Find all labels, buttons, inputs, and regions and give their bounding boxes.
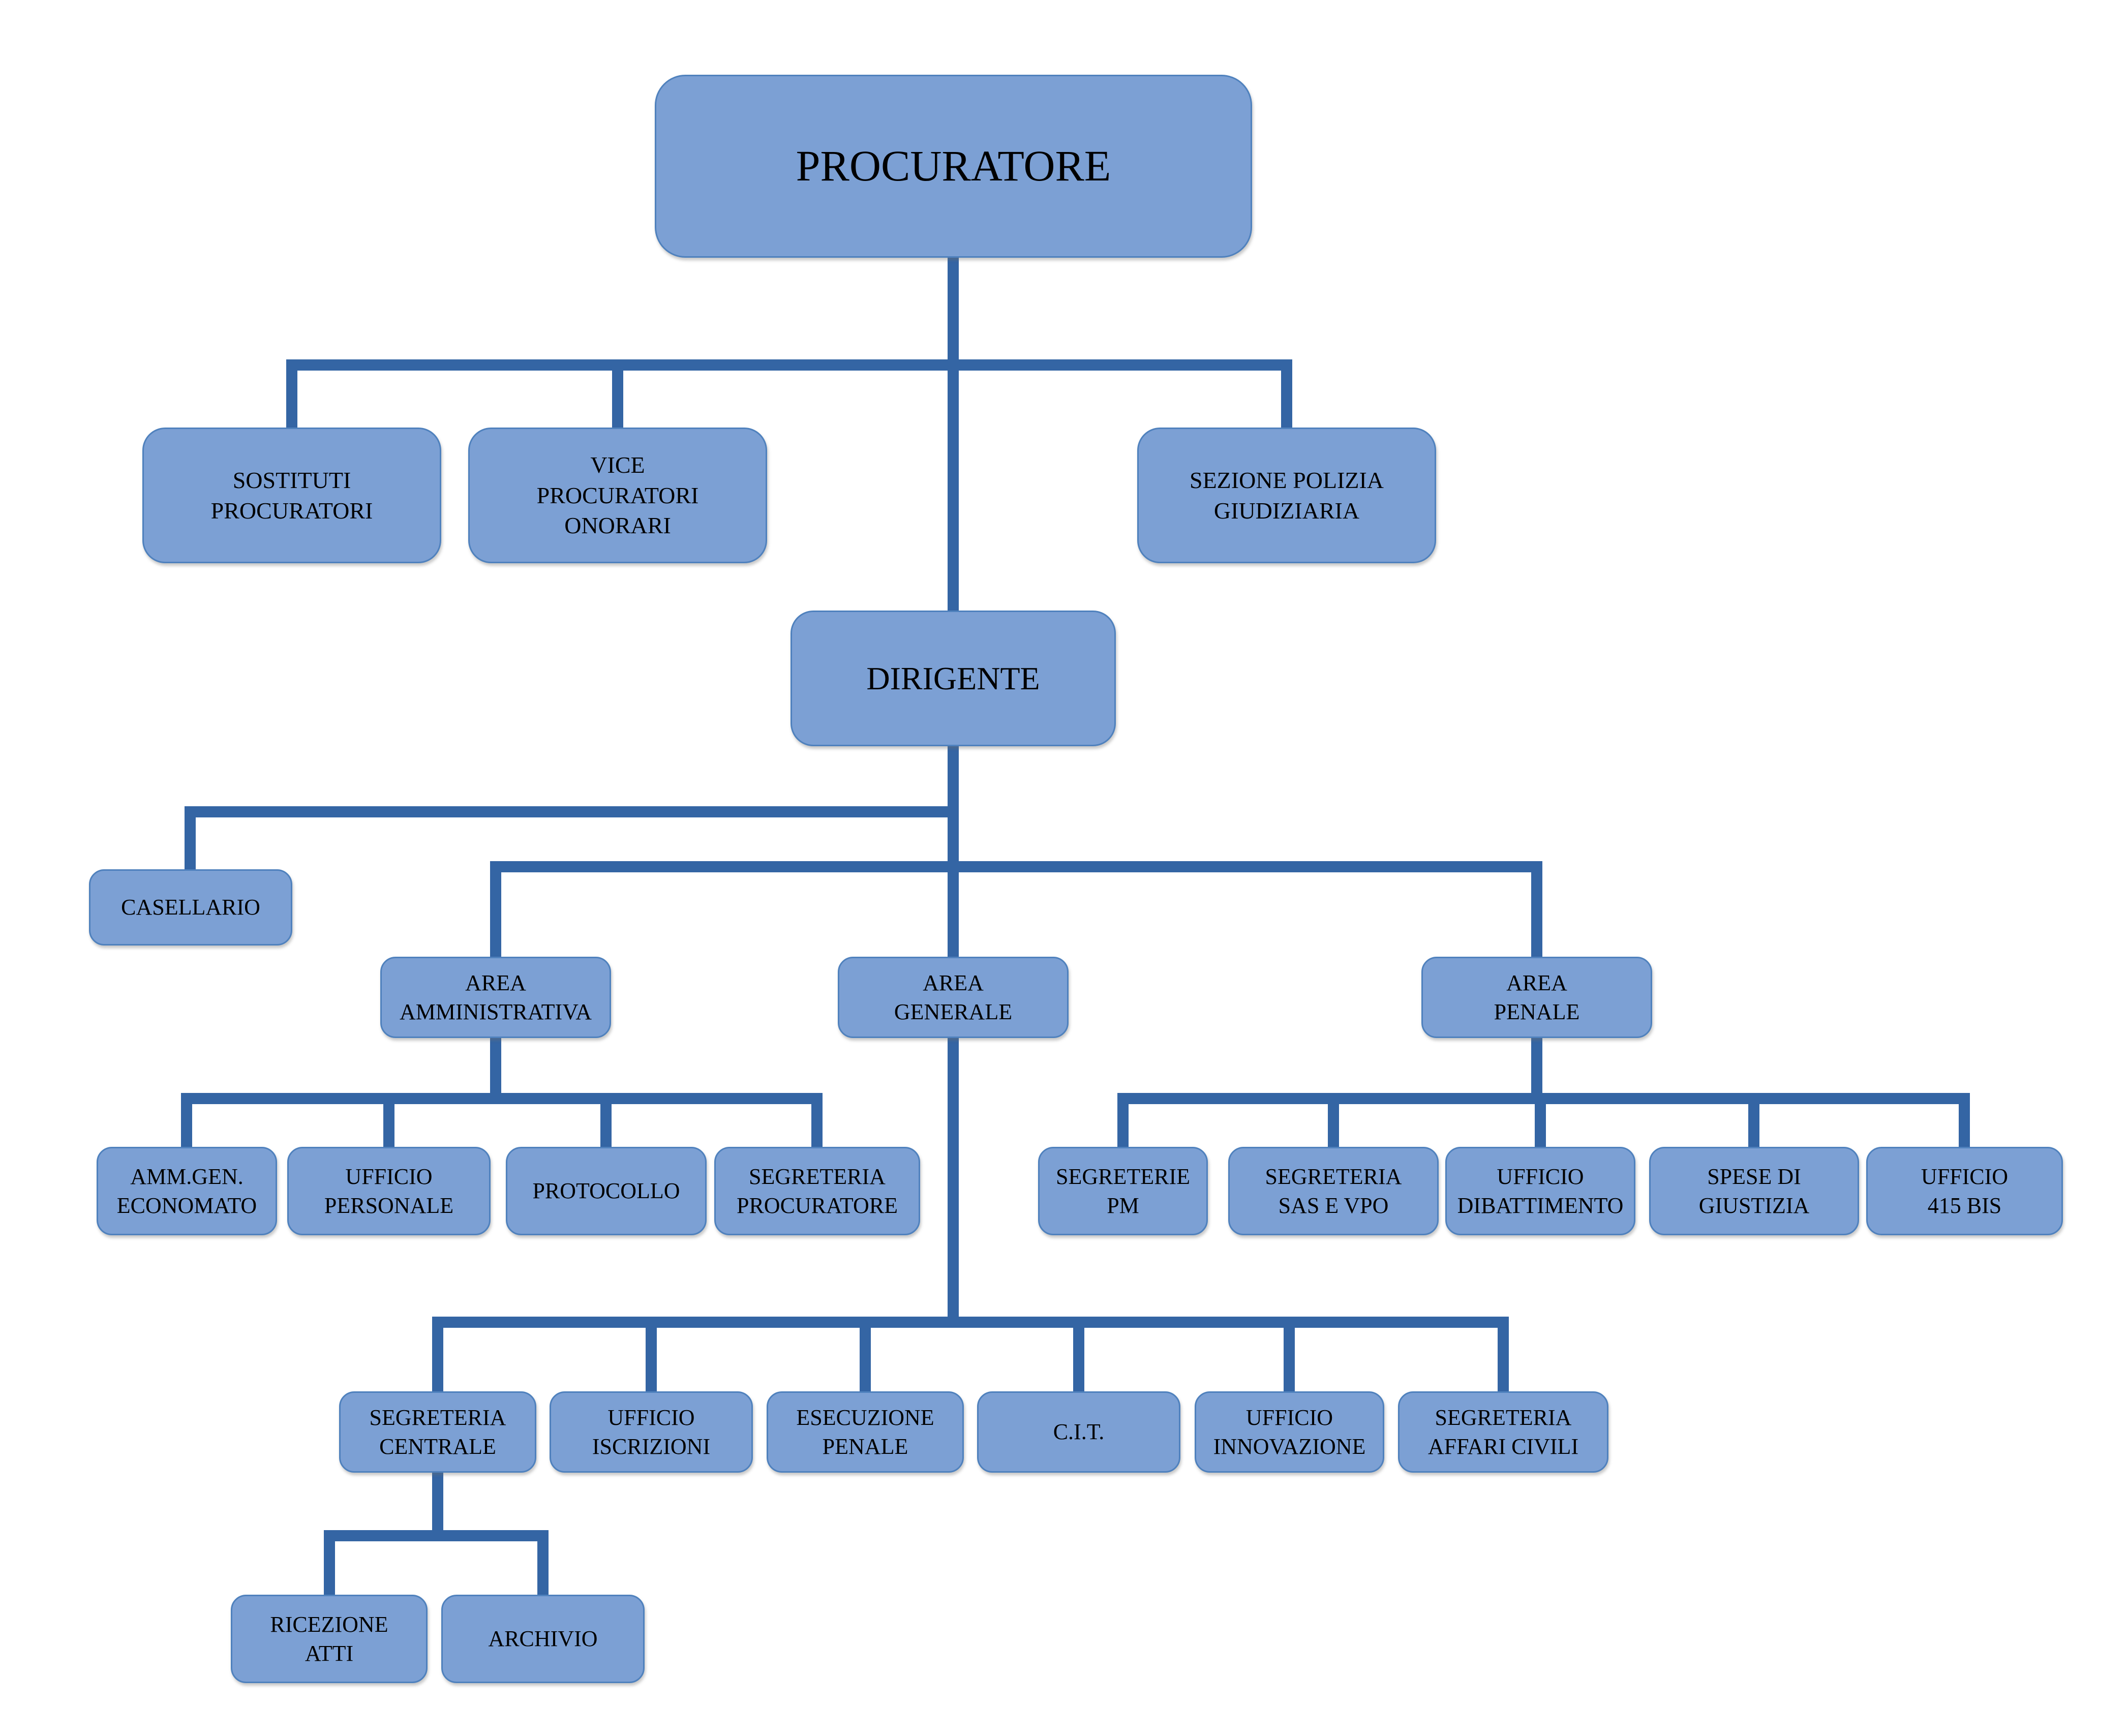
node-segreteria-procuratore: SEGRETERIA PROCURATORE [714, 1147, 920, 1235]
connector [948, 258, 959, 611]
node-esecuzione-penale: ESECUZIONE PENALE [767, 1391, 964, 1473]
node-vice-procuratori-onorari: VICE PROCURATORI ONORARI [468, 428, 767, 563]
connector [1531, 1038, 1542, 1104]
node-ufficio-415-bis: UFFICIO 415 BIS [1866, 1147, 2063, 1235]
node-ufficio-innovazione: UFFICIO INNOVAZIONE [1195, 1391, 1384, 1473]
node-casellario: CASELLARIO [89, 869, 292, 946]
connector [490, 861, 501, 957]
node-area-penale: AREA PENALE [1421, 957, 1652, 1038]
node-area-generale: AREA GENERALE [838, 957, 1069, 1038]
connector [286, 359, 1292, 371]
connector [490, 861, 1542, 872]
connector [811, 1093, 823, 1147]
node-sostituti-procuratori: SOSTITUTI PROCURATORI [142, 428, 441, 563]
node-dirigente: DIRIGENTE [791, 611, 1116, 746]
connector [185, 806, 196, 869]
connector [1117, 1093, 1129, 1147]
connector [383, 1093, 394, 1147]
node-segreterie-pm: SEGRETERIE PM [1038, 1147, 1208, 1235]
connector [1748, 1093, 1759, 1147]
connector [1284, 1317, 1295, 1391]
connector [948, 746, 959, 957]
node-procuratore: PROCURATORE [655, 75, 1252, 258]
connector [286, 359, 297, 428]
connector [181, 1093, 823, 1104]
connector [1328, 1093, 1339, 1147]
connector [948, 1038, 959, 1328]
connector [432, 1317, 1509, 1328]
connector [181, 1093, 192, 1147]
connector [1498, 1317, 1509, 1391]
node-segreteria-affari-civili: SEGRETERIA AFFARI CIVILI [1398, 1391, 1608, 1473]
node-spese-di-giustizia: SPESE DI GIUSTIZIA [1649, 1147, 1859, 1235]
connector [860, 1317, 871, 1391]
connector [324, 1530, 549, 1541]
connector [612, 359, 623, 428]
node-ricezione-atti: RICEZIONE ATTI [231, 1595, 428, 1683]
node-ufficio-dibattimento: UFFICIO DIBATTIMENTO [1445, 1147, 1635, 1235]
node-ufficio-personale: UFFICIO PERSONALE [287, 1147, 491, 1235]
connector [600, 1093, 612, 1147]
node-cit: C.I.T. [977, 1391, 1180, 1473]
connector [1959, 1093, 1970, 1147]
connector [324, 1530, 335, 1595]
node-sezione-polizia-giudiziaria: SEZIONE POLIZIA GIUDIZIARIA [1137, 428, 1436, 563]
connector [537, 1530, 549, 1595]
connector [646, 1317, 657, 1391]
node-segreteria-centrale: SEGRETERIA CENTRALE [339, 1391, 536, 1473]
node-ufficio-iscrizioni: UFFICIO ISCRIZIONI [550, 1391, 753, 1473]
node-area-amministrativa: AREA AMMINISTRATIVA [380, 957, 611, 1038]
connector [1281, 359, 1292, 428]
connector [490, 1038, 501, 1104]
connector [432, 1317, 443, 1391]
node-protocollo: PROTOCOLLO [506, 1147, 707, 1235]
node-archivio: ARCHIVIO [441, 1595, 645, 1683]
connector [432, 1473, 443, 1541]
connector [1535, 1093, 1546, 1147]
connector [1073, 1317, 1084, 1391]
node-segreteria-sas-e-vpo: SEGRETERIA SAS E VPO [1228, 1147, 1439, 1235]
connector [1531, 861, 1542, 957]
connector [185, 806, 959, 817]
node-amm-gen-economato: AMM.GEN. ECONOMATO [97, 1147, 277, 1235]
